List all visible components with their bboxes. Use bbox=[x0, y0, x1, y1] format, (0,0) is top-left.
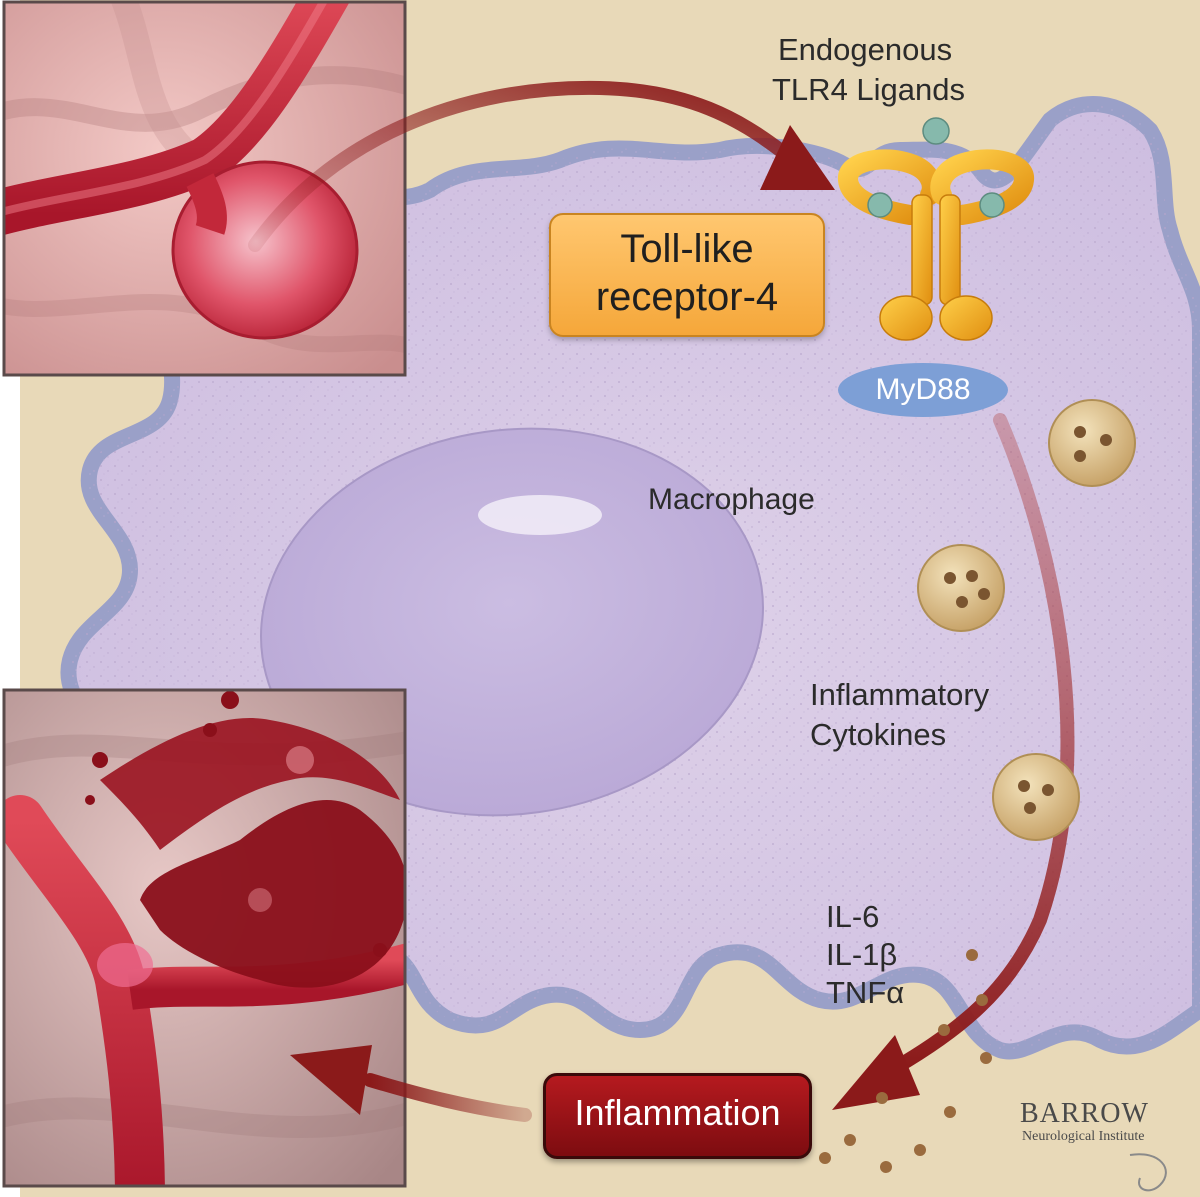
ligands-label-line1: Endogenous bbox=[778, 32, 953, 67]
tlr4-receptor bbox=[838, 149, 1034, 341]
ligands-label-line2: TLR4 Ligands bbox=[772, 72, 966, 107]
ligand-arrowhead bbox=[760, 125, 835, 190]
il6-label: IL-6 bbox=[826, 899, 880, 934]
secreted-cytokines bbox=[819, 949, 992, 1173]
il1b-label: IL-1β bbox=[826, 937, 898, 972]
cytokine-granule-1 bbox=[1048, 399, 1136, 487]
tlr4-label-line2: receptor-4 bbox=[595, 275, 779, 319]
ligand-arrow-shaft bbox=[248, 80, 787, 252]
ligand-free bbox=[922, 117, 950, 145]
macrophage-label: Macrophage bbox=[648, 483, 815, 516]
barrow-logo-name: BARROW bbox=[1020, 1098, 1149, 1129]
cytokine-granule-2 bbox=[917, 544, 1005, 632]
barrow-logo: BARROW Neurological Institute bbox=[1020, 1099, 1190, 1145]
cytokines-label-line2: Cytokines bbox=[810, 717, 947, 752]
cytokines-label: Inflammatory Cytokines bbox=[810, 675, 989, 755]
barrow-logo-subtitle: Neurological Institute bbox=[1022, 1129, 1145, 1144]
cytokines-label-line1: Inflammatory bbox=[810, 677, 990, 712]
tnfa-label: TNFα bbox=[826, 975, 905, 1010]
tlr4-label-line1: Toll-like bbox=[620, 227, 754, 271]
ligands-label: Endogenous TLR4 Ligands bbox=[772, 30, 965, 110]
aneurysm-panel bbox=[2, 0, 407, 377]
cytokine-list: IL-6 IL-1β TNFα bbox=[826, 898, 904, 1012]
signaling-arrowhead bbox=[832, 1035, 920, 1110]
barrow-logo-mark bbox=[1129, 1153, 1167, 1192]
cytokine-granule-3 bbox=[992, 753, 1080, 841]
myd88-label: MyD88 bbox=[838, 363, 1008, 417]
rupture-arrowhead bbox=[290, 1045, 372, 1115]
tlr4-label-box: Toll-like receptor-4 bbox=[549, 213, 825, 337]
inflammation-label: Inflammation bbox=[543, 1073, 812, 1159]
rupture-panel bbox=[2, 688, 407, 1188]
signaling-arrow-shaft bbox=[888, 413, 1075, 1075]
rupture-arrow-shaft bbox=[363, 1073, 532, 1122]
nucleolus bbox=[478, 495, 602, 535]
